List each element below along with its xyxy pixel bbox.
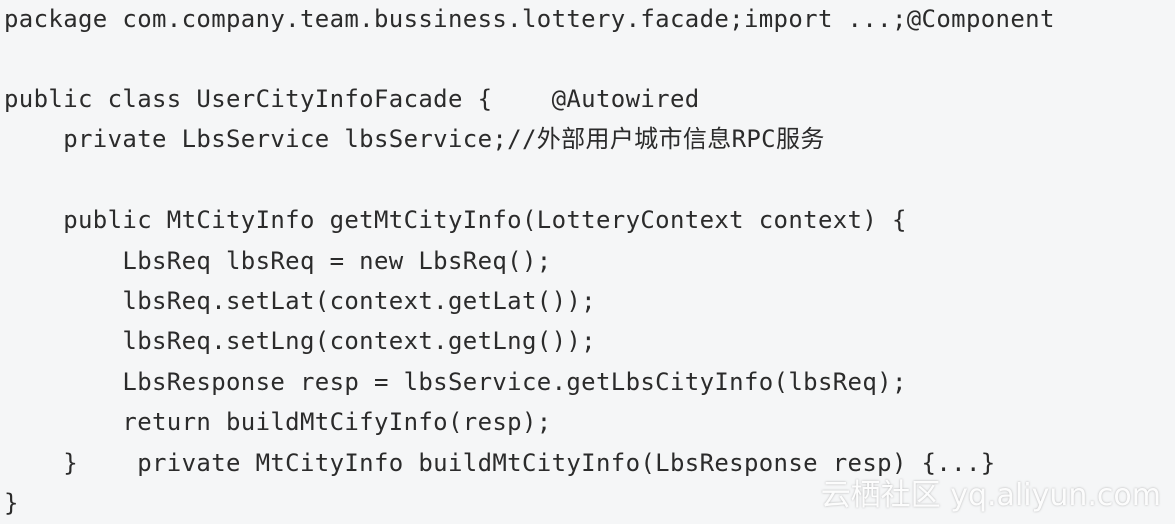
code-line-11: return buildMtCifyInfo(resp);: [4, 408, 552, 436]
code-line-12: } private MtCityInfo buildMtCityInfo(Lbs…: [4, 449, 996, 477]
code-line-4: private LbsService lbsService;//外部用户城市信息…: [4, 125, 825, 153]
code-line-8: lbsReq.setLat(context.getLat());: [4, 287, 596, 315]
code-line-6: public MtCityInfo getMtCityInfo(LotteryC…: [4, 206, 907, 234]
watermark: 云栖社区 yq.aliyun.com: [820, 478, 1161, 513]
code-line-1: package com.company.team.bussiness.lotte…: [4, 5, 1055, 33]
code-line-3: public class UserCityInfoFacade { @Autow…: [4, 85, 700, 113]
code-line-10: LbsResponse resp = lbsService.getLbsCity…: [4, 368, 907, 396]
code-line-9: lbsReq.setLng(context.getLng());: [4, 327, 596, 355]
code-line-13: }: [4, 489, 19, 517]
code-line-7: LbsReq lbsReq = new LbsReq();: [4, 247, 552, 275]
